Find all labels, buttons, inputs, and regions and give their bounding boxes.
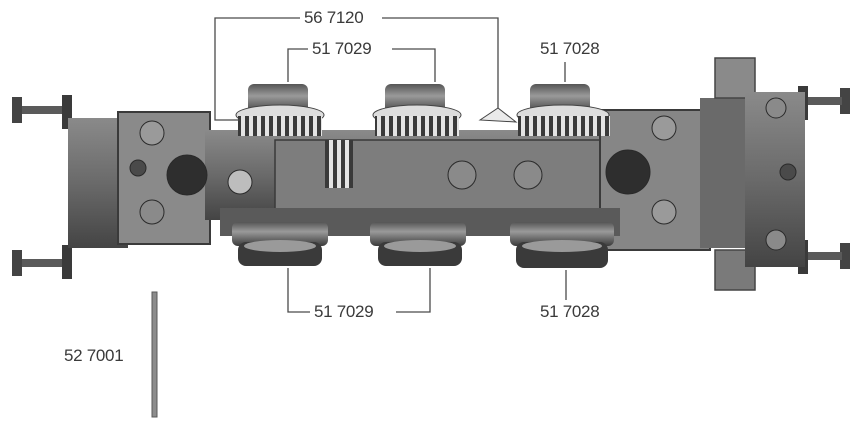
buffer-left-bottom (12, 245, 72, 279)
buffer-left-top (12, 95, 72, 129)
bushing-bottom-2 (370, 222, 466, 266)
gear-pointer (478, 107, 518, 123)
leader-lines (214, 17, 567, 313)
gear-top-3 (516, 84, 610, 136)
label-top-center: 56 7120 (302, 8, 366, 27)
rod-part (151, 291, 158, 418)
label-top-left: 51 7029 (310, 39, 374, 58)
bushing-bottom-1 (232, 222, 328, 266)
label-bottom-right: 51 7028 (538, 302, 602, 321)
frame-holes (129, 97, 797, 251)
gear-top-2 (372, 84, 462, 136)
label-top-right: 51 7028 (538, 39, 602, 58)
label-bottom-left: 51 7029 (312, 302, 376, 321)
buffer-right-top (798, 86, 850, 120)
gear-top-1 (235, 84, 325, 136)
bushing-bottom-3 (510, 222, 614, 268)
label-rod: 52 7001 (62, 346, 126, 365)
buffer-right-bottom (798, 240, 850, 274)
